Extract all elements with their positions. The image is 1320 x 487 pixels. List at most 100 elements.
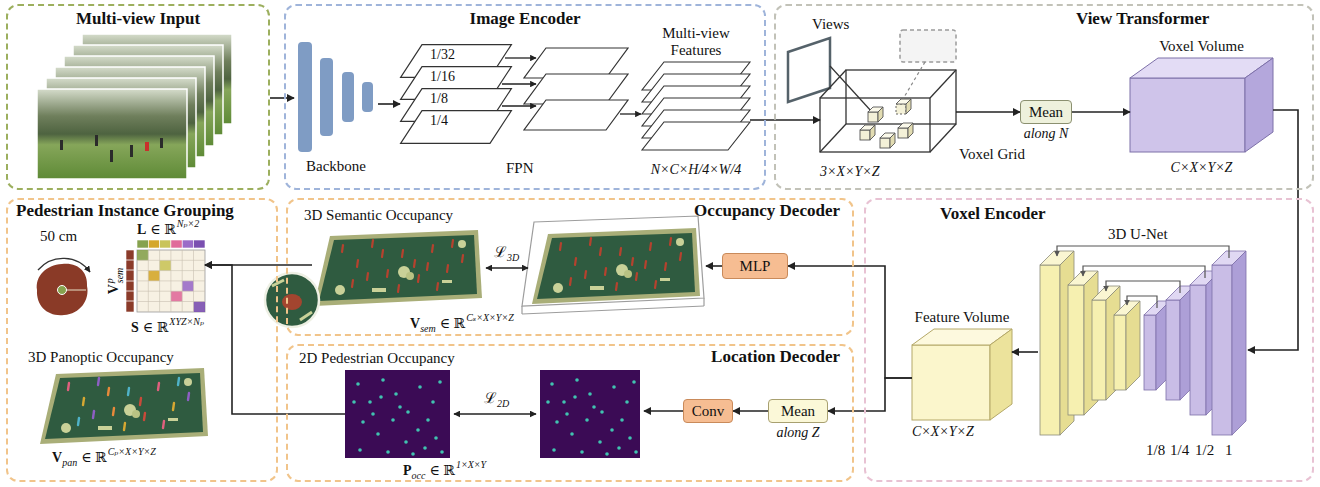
scale-label: 1/8 [1146, 442, 1165, 458]
text-line: C×X×Y×Z [912, 424, 974, 440]
matrix-label: S [131, 320, 139, 335]
text-line: Mean [1029, 104, 1063, 121]
operation-box: MLP [722, 253, 788, 279]
text-line: 1 [1225, 442, 1233, 459]
operation-label: Conv [692, 403, 725, 419]
text-line: 3×X×Y×Z [820, 164, 879, 180]
text-line: Occupancy Decoder [694, 201, 840, 221]
scale-label: 1/4 [430, 113, 448, 128]
operation-label: Mean [1029, 104, 1063, 120]
map-title: 2D Pedestrian Occupancy [299, 350, 455, 366]
text-line: Multi-view Features [650, 25, 742, 60]
block-label: Voxel Volume [1159, 38, 1244, 54]
flow-arrow [1248, 110, 1298, 350]
loss-label: ℒ [484, 390, 497, 406]
text-line: Pedestrian Instance Grouping [16, 201, 234, 221]
occupancy-map: 2D Pedestrian OccupancyPocc∈ ℝ1×X×Y [345, 370, 450, 458]
module-panel: Multi-view Input [6, 4, 270, 190]
text-line: Feature Volume [915, 309, 1010, 326]
tensor-shape: C×X×Y×Z [912, 424, 974, 439]
tensor-shape: N×C×H/4×W/4 [651, 162, 742, 177]
operation-label: Mean [781, 403, 815, 419]
scale-label: 1/8 [430, 91, 448, 106]
tensor-formula: ∈ ℝ [81, 450, 107, 465]
module-panel: Location Decoder2D Pedestrian OccupancyP… [286, 344, 854, 482]
scale-label: 1/4 [1170, 442, 1189, 458]
text-line: ℒ3D [494, 244, 519, 264]
backbone-block: Backbone [294, 40, 378, 154]
unet-block: 3D U-Net [1038, 250, 1248, 436]
flow-arrow [205, 265, 345, 414]
block-label: Multi-view Features [662, 25, 730, 58]
text-line: Vsem∈ ℝCₛ×X×Y×Z [410, 312, 514, 335]
operation-note: along Z [776, 425, 819, 440]
text-line: 1/4 [430, 113, 448, 129]
text-line: 1/8 [430, 91, 448, 107]
tensor-formula: pan [62, 457, 77, 468]
tensor-formula: V [410, 316, 420, 331]
matrix-label: V [106, 284, 121, 294]
text-line: N×C×H/4×W/4 [651, 162, 742, 178]
tensor-shape: 3×X×Y×Z [820, 164, 879, 179]
text-line: Views [812, 16, 849, 33]
panel-title: Occupancy Decoder [694, 201, 840, 220]
text-line: Pocc∈ ℝ1×X×Y [403, 459, 486, 482]
text-line: Conv [692, 403, 725, 420]
matrix-label: ∈ ℝ [150, 222, 176, 237]
map-title: 3D Semantic Occupancy [304, 207, 453, 223]
text-line: along Z [776, 425, 819, 441]
scale-label: 1/2 [1195, 442, 1214, 458]
panel-title: Multi-view Input [76, 9, 200, 28]
module-panel: Occupancy Decoder3D Semantic OccupancyVs… [286, 198, 854, 336]
text-line: 1/32 [430, 47, 455, 63]
panel-title: Pedestrian Instance Grouping [16, 201, 234, 220]
text-line: Voxel Grid [959, 146, 1025, 163]
text-line: 1/2 [1195, 442, 1214, 459]
loss-label: 2D [497, 398, 509, 409]
operation-label: MLP [740, 258, 771, 274]
text-line: L∈ ℝNₚ×2 [137, 218, 199, 238]
text-line: FPN [506, 160, 534, 177]
tensor-formula: ∈ ℝ [440, 316, 466, 331]
text-line: S∈ ℝXYZ×Nₚ [131, 316, 204, 336]
text-line: Vpsem [105, 268, 125, 295]
text-line: Vpan ∈ ℝCₚ×X×Y×Z [52, 446, 156, 469]
occupancy-map: 3D Panoptic OccupancyVpan∈ ℝCₚ×X×Y×Z [40, 370, 206, 440]
text-line: ℒ2D [484, 390, 509, 410]
text-line: along N [1024, 126, 1069, 142]
text-line: 1/8 [1146, 442, 1165, 459]
stacked-index: psem [105, 268, 125, 284]
module-panel: View TransformerVoxel Grid3×X×Y×ZMeanalo… [774, 4, 1314, 190]
flow-arrow [378, 103, 400, 105]
text-line: Location Decoder [711, 347, 840, 367]
text-line: C×X×Y×Z [1171, 160, 1233, 176]
module-label: FPN [506, 160, 534, 176]
text-line: 3D U-Net [1108, 226, 1168, 243]
matrix-label: XYZ×Nₚ [169, 316, 204, 327]
tensor-shape: C×X×Y×Z [1171, 160, 1233, 175]
scale-label: 1/32 [430, 47, 455, 62]
flow-arrow [956, 111, 1020, 113]
text-line: MLP [740, 258, 771, 275]
tensor-formula: Cₚ×X×Y×Z [108, 446, 156, 457]
text-line: 1/16 [430, 69, 455, 85]
flow-arrow [750, 119, 820, 121]
text-line: 50 cm [40, 228, 77, 245]
matrix-label: sem [115, 268, 125, 284]
panel-title: Image Encoder [470, 9, 581, 28]
layer-shape [401, 111, 512, 144]
tensor-formula: V [52, 450, 62, 465]
panel-title: Voxel Encoder [940, 204, 1046, 223]
text-line: 2D Pedestrian Occupancy [299, 350, 455, 367]
block-label: 3D U-Net [1108, 226, 1168, 242]
flow-arrow [828, 378, 912, 411]
occupancy-map: 3D Semantic OccupancyVsem∈ ℝCₛ×X×Y×Z [312, 228, 482, 308]
tensor-formula: 1×X×Y [456, 459, 486, 470]
loss-label: 3D [507, 252, 519, 263]
scale-label: 1 [1225, 442, 1233, 458]
flow-arrow [1012, 351, 1038, 353]
voxel-grid: Voxel Grid3×X×Y×Z [820, 70, 956, 152]
view-label: Views [812, 16, 849, 32]
